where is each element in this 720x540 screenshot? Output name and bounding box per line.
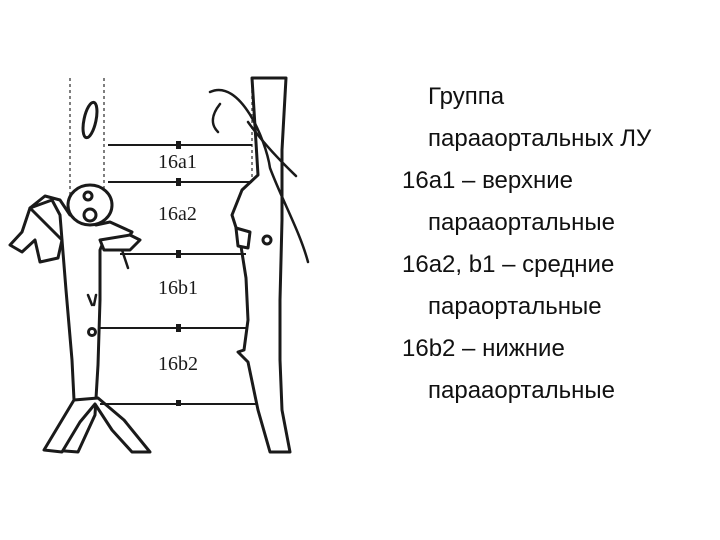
tick-2: [176, 178, 181, 186]
item-16b2-line-2: парааортальные: [428, 377, 615, 404]
renal-vein-left: [8, 206, 64, 264]
tick-5: [176, 400, 181, 406]
aorta: [230, 76, 292, 454]
curved-vessel-outer: [208, 88, 310, 264]
node-oblong: [81, 100, 99, 140]
node-dot-upper: [82, 190, 94, 202]
artery-branch: [120, 248, 130, 270]
item-16a2-b1-line-2: параортальные: [428, 293, 602, 320]
iliac-bifurcation: [42, 396, 152, 454]
heading-line-1: Группа: [428, 83, 505, 110]
tick-1: [176, 141, 181, 149]
curved-vessel-loop: [246, 120, 298, 178]
kidney-shape: [66, 183, 114, 227]
label-16b2: 16b2: [158, 353, 198, 375]
aorta-branch-node: [234, 226, 252, 250]
item-16a1-line-1: 16a1 – верхние: [402, 167, 573, 194]
tick-4: [176, 324, 181, 332]
item-16a1-line-2: парааортальные: [428, 209, 615, 236]
lower-node-dot: [87, 327, 97, 337]
label-16a2: 16a2: [158, 203, 197, 225]
item-16a2-b1-line-1: 16a2, b1 – средние: [402, 251, 615, 278]
node-dot-lower: [82, 207, 98, 223]
fork-mark: [86, 293, 98, 307]
label-16a1: 16a1: [158, 151, 197, 173]
tick-3: [176, 250, 181, 258]
label-16b1: 16b1: [158, 277, 198, 299]
description-text: Группа парааортальных ЛУ 16a1 – верхние …: [402, 76, 714, 412]
item-16b2-line-1: 16b2 – нижние: [402, 335, 565, 362]
renal-stub-right: [98, 233, 142, 252]
aorta-node-dot: [261, 234, 273, 246]
curved-vessel-inner: [211, 102, 222, 134]
heading-line-2: парааортальных ЛУ: [428, 125, 652, 152]
